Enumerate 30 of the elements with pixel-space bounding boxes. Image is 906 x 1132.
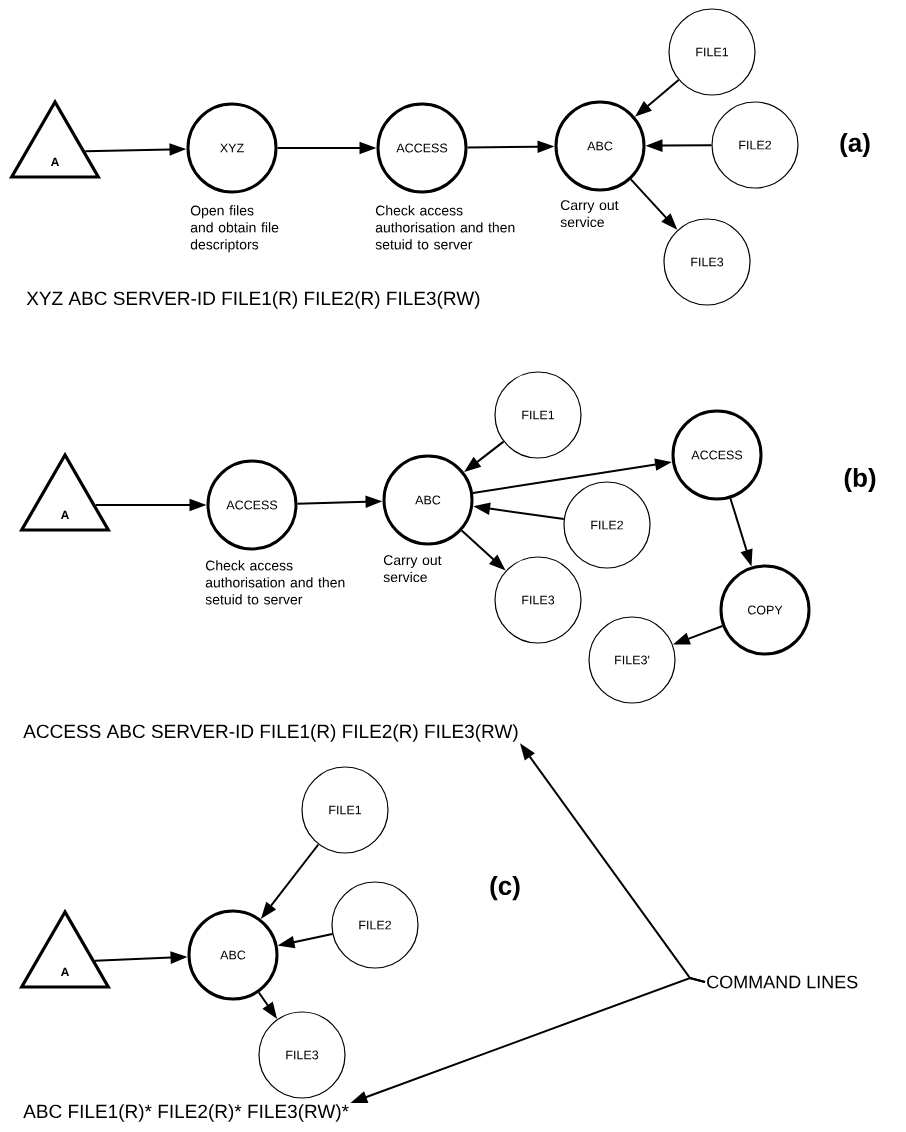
circle-node: XYZ xyxy=(186,102,278,194)
circle-node: FILE3 xyxy=(663,218,751,306)
panel-label: (b) xyxy=(844,467,876,493)
circle-node: ACCESS xyxy=(671,409,763,501)
panel-label: (a) xyxy=(840,132,870,158)
node-caption: Carry out service xyxy=(560,200,619,228)
circle-node: FILE2 xyxy=(563,481,651,569)
circle-node: FILE1 xyxy=(668,8,756,96)
circle-node: FILE1 xyxy=(301,766,389,854)
command-line-text: XYZ ABC SERVER-ID FILE1(R) FILE2(R) FILE3(RW) xyxy=(26,291,480,309)
circle-node: FILE2 xyxy=(711,101,799,189)
circle-node: FILE1 xyxy=(494,371,582,459)
circle-node: FILE3 xyxy=(494,556,582,644)
circle-node: ABC xyxy=(187,909,279,1001)
node-caption: Check access authorisation and then setuid to server xyxy=(375,205,515,250)
circle-node: FILE3 xyxy=(258,1011,346,1099)
node-caption: Carry out service xyxy=(383,555,442,583)
circle-node: ACCESS xyxy=(206,459,298,551)
circle-node: ABC xyxy=(554,100,646,192)
circle-node: COPY xyxy=(719,564,811,656)
panel-label: (c) xyxy=(490,875,520,901)
circle-node: ACCESS xyxy=(376,102,468,194)
command-line-text: ABC FILE1(R)* FILE2(R)* FILE3(RW)* xyxy=(23,1104,349,1122)
circle-node: ABC xyxy=(382,454,474,546)
node-caption: Open files and obtain file descriptors xyxy=(190,205,279,253)
callout-text: COMMAND LINES xyxy=(707,975,858,989)
node-caption: Check access authorisation and then setuid to server xyxy=(205,560,345,605)
circle-node: FILE3' xyxy=(588,616,676,704)
circle-node: FILE2 xyxy=(331,881,419,969)
command-line-text: ACCESS ABC SERVER-ID FILE1(R) FILE2(R) FILE3(RW) xyxy=(23,724,518,742)
